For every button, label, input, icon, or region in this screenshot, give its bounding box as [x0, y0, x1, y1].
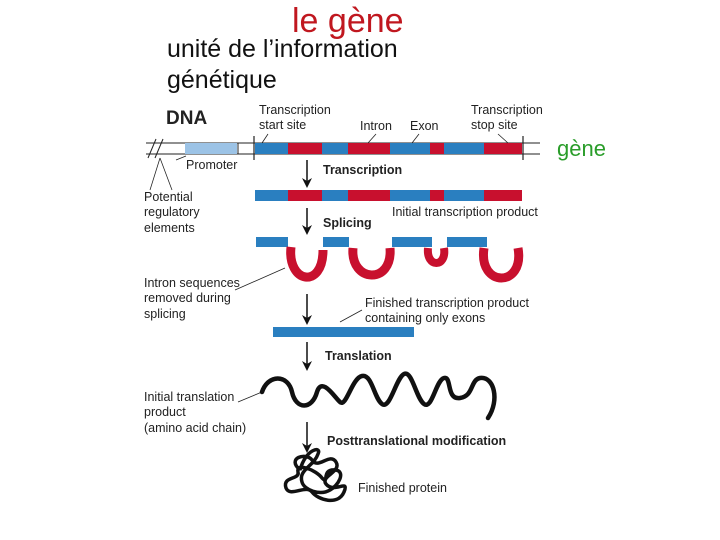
regulatory-line-2: regulatory	[144, 205, 200, 220]
exon-segment	[322, 143, 348, 154]
intron-segment	[430, 143, 444, 154]
exon-segment	[256, 237, 288, 247]
stop-site-line-1: Transcription	[471, 103, 543, 117]
mature-mrna	[273, 327, 414, 337]
step-splicing-label: Splicing	[323, 216, 372, 230]
initial-translation-product-label: Initial translation product (amino acid …	[144, 390, 246, 436]
intron-removed-line-3: splicing	[144, 306, 186, 321]
finished-protein-shape	[283, 448, 347, 503]
subtitle-line-1: unité de l’information	[167, 35, 398, 63]
potential-regulatory-label: Potential regulatory elements	[144, 190, 200, 236]
intron-segment	[348, 143, 390, 154]
intron-removed-label: Intron sequences removed during splicing	[144, 276, 240, 322]
amino-acid-chain	[259, 371, 497, 421]
translation-product-line-2: product	[144, 405, 186, 420]
promoter-region	[185, 143, 237, 154]
splicing-intermediate	[256, 237, 524, 283]
finished-tp-line-1: Finished transcription product	[365, 296, 529, 310]
translation-product-line-3: (amino acid chain)	[144, 420, 247, 435]
dna-strand	[146, 136, 540, 160]
exon-segment	[444, 143, 484, 154]
exon-segment	[390, 143, 430, 154]
exon-label: Exon	[410, 119, 439, 133]
finished-transcription-product-label: Finished transcription product containin…	[365, 296, 529, 327]
translation-product-line-1: Initial translation	[144, 390, 235, 404]
intron-loop	[286, 246, 328, 282]
intron-loop	[423, 247, 449, 267]
intron-label: Intron	[360, 119, 392, 133]
stop-site-line-2: stop site	[471, 118, 518, 133]
leader-lines	[149, 133, 509, 403]
intron-loop	[348, 247, 395, 280]
title-le-gene: le gène	[292, 2, 404, 40]
finished-protein-label: Finished protein	[358, 481, 447, 495]
regulatory-line-1: Potential	[144, 190, 193, 204]
dna-label: DNA	[166, 108, 208, 129]
intron-removed-line-1: Intron sequences	[144, 276, 240, 290]
regulatory-line-3: elements	[144, 220, 195, 235]
finished-tp-line-2: containing only exons	[365, 311, 486, 326]
step-transcription-label: Transcription	[323, 163, 403, 177]
subtitle-line-2: génétique	[167, 65, 277, 94]
transcription-start-site-label: Transcription start site	[259, 103, 331, 134]
gene-side-label: gène	[557, 136, 606, 161]
intron-loop	[479, 247, 524, 283]
start-site-line-1: Transcription	[259, 103, 331, 117]
intron-segment	[288, 143, 322, 154]
exon-segment	[447, 237, 487, 247]
exon-segment	[255, 143, 288, 154]
exon-segment	[392, 237, 432, 247]
step-translation-label: Translation	[325, 349, 392, 363]
start-site-line-2: start site	[259, 118, 307, 133]
subtitle: unité de l’information génétique	[167, 34, 398, 95]
intron-segment	[484, 143, 522, 154]
transcription-stop-site-label: Transcription stop site	[471, 103, 543, 134]
initial-transcription-product-label: Initial transcription product	[392, 205, 538, 219]
step-posttranslational-label: Posttranslational modification	[327, 434, 507, 448]
initial-transcript	[255, 190, 522, 201]
exon-segment	[323, 237, 349, 247]
intron-removed-line-2: removed during	[144, 291, 231, 306]
promoter-label: Promoter	[186, 158, 238, 172]
